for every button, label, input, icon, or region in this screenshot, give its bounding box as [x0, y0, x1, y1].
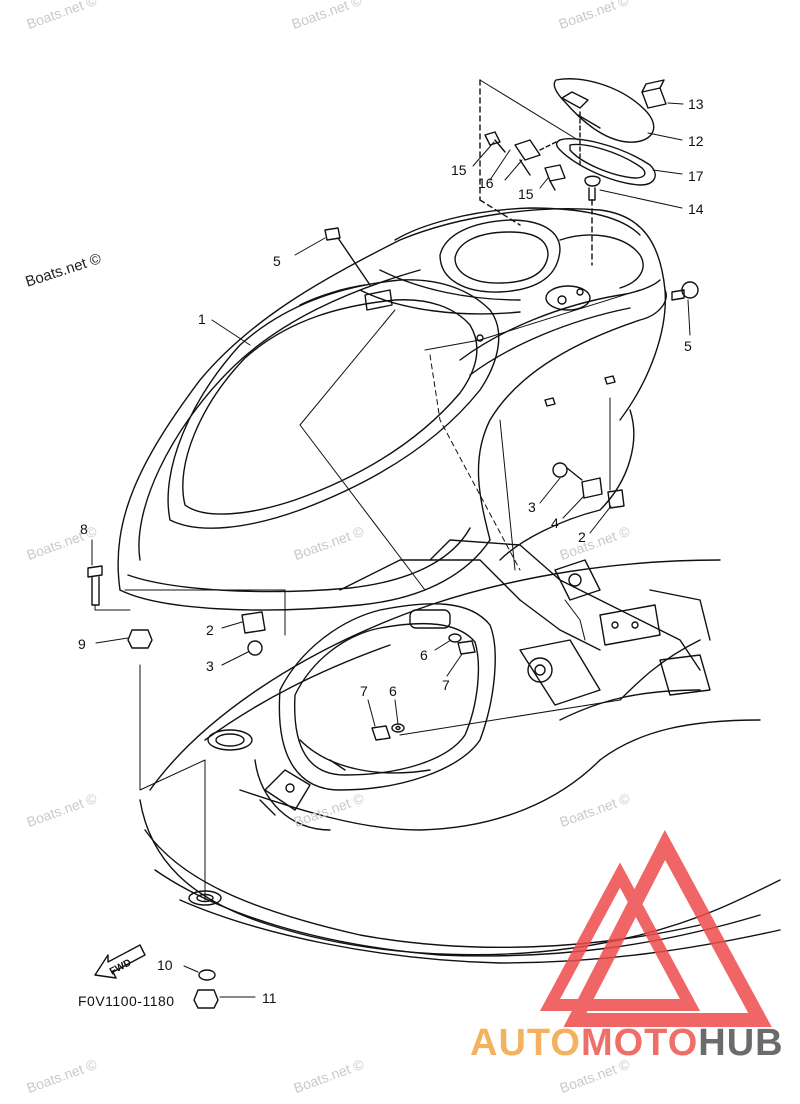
brand-part-hub: HUB — [698, 1022, 784, 1064]
callout-2-b: 2 — [206, 622, 214, 638]
callout-11: 11 — [262, 990, 277, 1006]
fwd-arrow-icon — [94, 944, 146, 979]
hood-cover — [117, 207, 667, 611]
callout-9: 9 — [78, 636, 86, 652]
callout-7: 7 — [442, 677, 450, 693]
callout-10: 10 — [157, 957, 173, 973]
callout-4: 4 — [551, 515, 559, 531]
brand-part-auto: AUTO — [470, 1022, 581, 1064]
fasteners — [87, 227, 699, 1009]
callout-7-b: 7 — [360, 683, 368, 699]
callout-3: 3 — [528, 499, 536, 515]
callout-6-b: 6 — [389, 683, 397, 699]
brand-logo-icon — [539, 830, 772, 1027]
hull-deck — [139, 539, 781, 964]
callout-15: 15 — [451, 162, 467, 178]
callout-14: 14 — [688, 201, 704, 217]
guide-lines — [94, 289, 641, 901]
small-parts-cluster — [479, 78, 667, 266]
callout-leaders — [91, 102, 691, 998]
callout-15-b: 15 — [518, 186, 534, 202]
callout-6: 6 — [420, 647, 428, 663]
callout-8: 8 — [80, 521, 88, 537]
brand-wordmark: AUTOMOTOHUB — [470, 1022, 784, 1065]
callout-2: 2 — [578, 529, 586, 545]
callout-5: 5 — [273, 253, 281, 269]
brand-part-moto: MOTO — [580, 1022, 699, 1064]
callout-12: 12 — [688, 133, 704, 149]
callout-17: 17 — [688, 168, 704, 184]
callout-1: 1 — [198, 311, 206, 327]
callout-5-b: 5 — [684, 338, 692, 354]
callout-3-b: 3 — [206, 658, 214, 674]
callout-13: 13 — [688, 96, 704, 112]
callout-16: 16 — [478, 175, 494, 191]
diagram-code: F0V1100-1180 — [78, 993, 175, 1009]
